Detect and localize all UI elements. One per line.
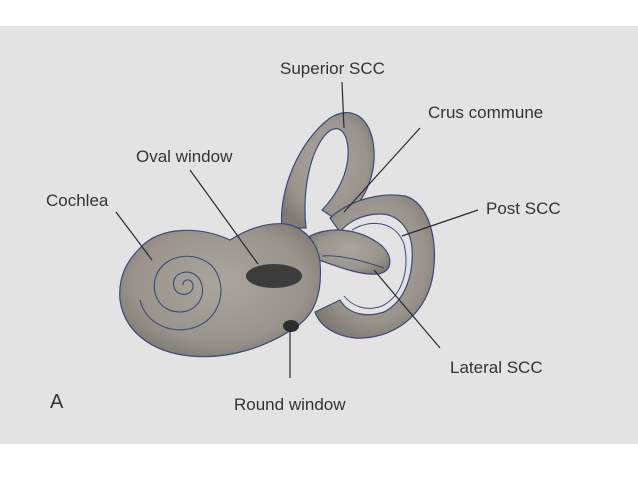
label-round-window: Round window [234, 395, 346, 414]
crus-commune-leader [343, 127, 421, 213]
label-oval-window: Oval window [136, 147, 233, 166]
lateral-scc-inner-line [321, 255, 385, 269]
panel-letter: A [50, 391, 64, 413]
label-superior-scc: Superior SCC [280, 59, 385, 78]
vestibule-cochlea-body [119, 223, 322, 358]
cochlea-spiral [139, 255, 222, 331]
superior-scc-leader [341, 81, 345, 129]
cochlea-leader [115, 211, 153, 261]
oval-window-shape [246, 264, 302, 288]
label-crus-commune: Crus commune [428, 103, 543, 122]
label-cochlea: Cochlea [46, 191, 109, 210]
post-scc-leader [401, 209, 479, 237]
lateral-scc-canal [309, 229, 391, 275]
lateral-scc-leader [373, 269, 441, 349]
posterior-scc-canal [314, 194, 436, 339]
label-lateral-scc: Lateral SCC [450, 358, 543, 377]
posterior-scc-inner-line [343, 222, 407, 309]
oval-window-leader [189, 169, 259, 265]
label-post-scc: Post SCC [486, 199, 561, 218]
round-window-shape [283, 320, 299, 332]
